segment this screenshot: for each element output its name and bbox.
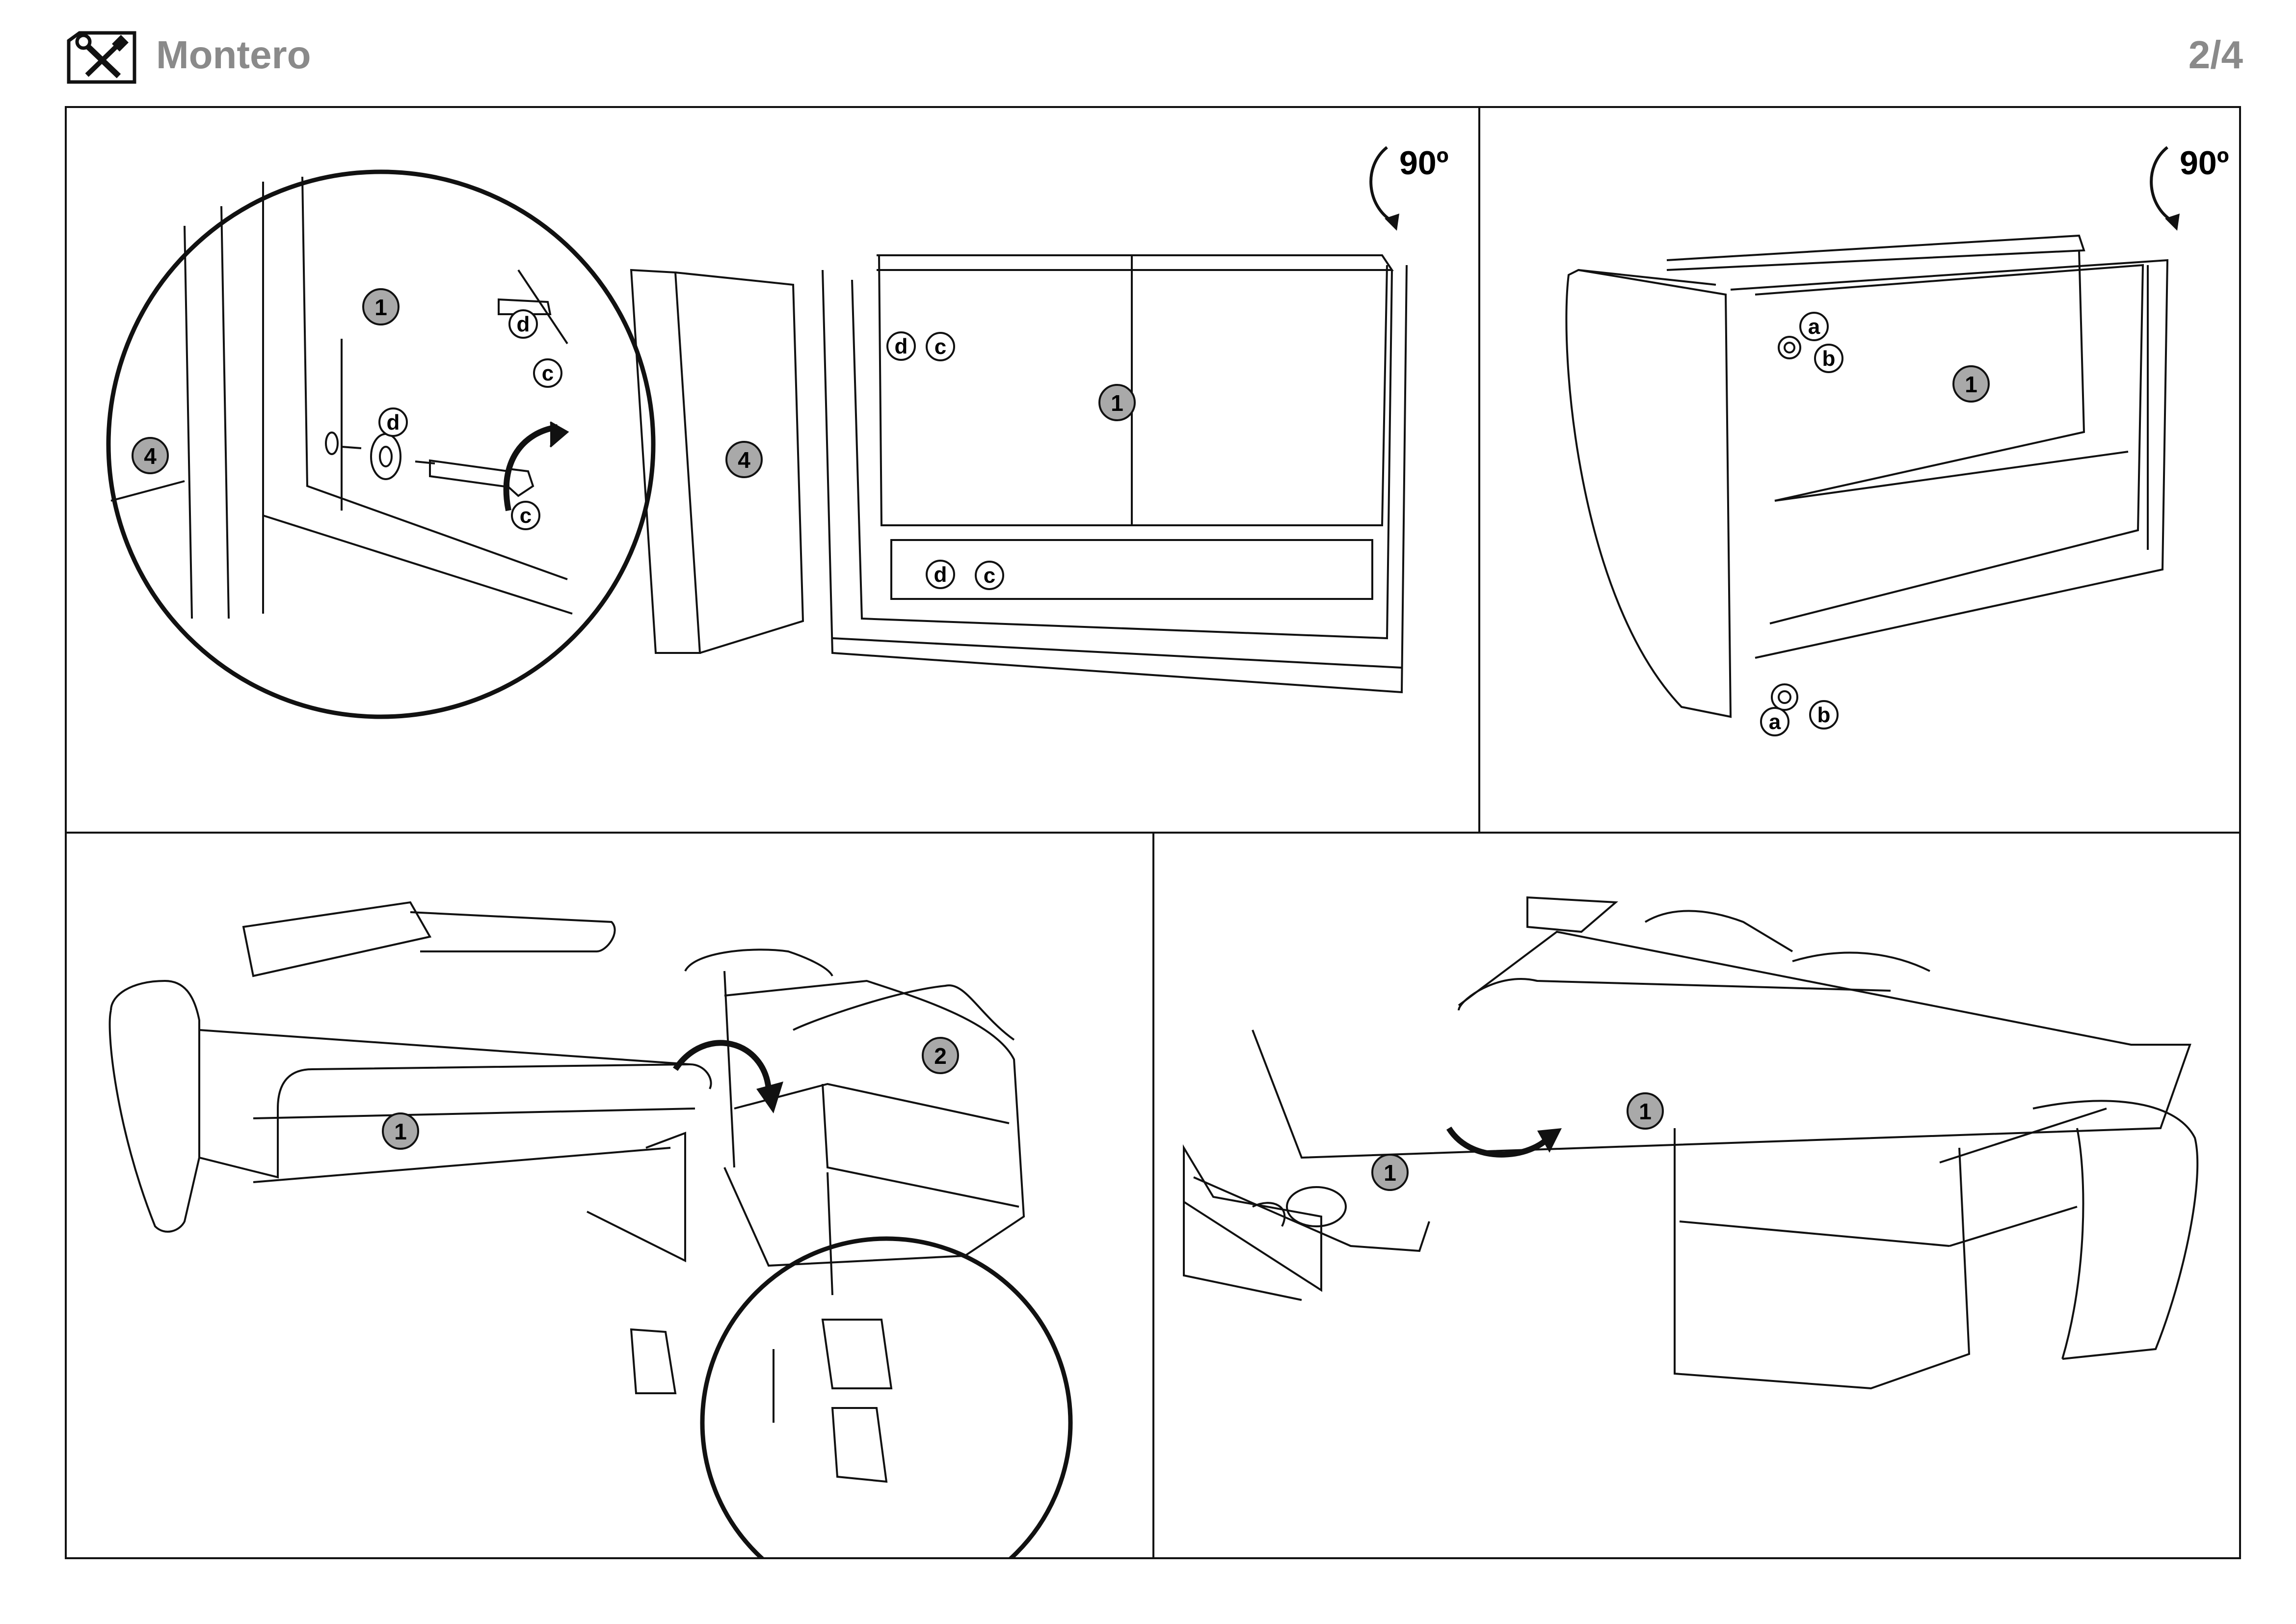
- panel-step-2: 90º a b 1 a b: [1478, 106, 2241, 834]
- callout-c-frame-bottom: c: [975, 561, 1004, 590]
- svg-text:c: c: [520, 504, 532, 528]
- callout-1-bed: 1: [1371, 1154, 1409, 1191]
- panel-step-1: 90º 1 4 d c d c 4: [65, 106, 1480, 834]
- svg-text:4: 4: [144, 443, 157, 469]
- detail-magnifier: [106, 169, 656, 719]
- svg-text:a: a: [1808, 315, 1820, 339]
- svg-text:d: d: [517, 312, 530, 336]
- svg-text:c: c: [542, 361, 554, 385]
- callout-2-right-sofa: 2: [922, 1037, 959, 1074]
- svg-text:a: a: [1769, 710, 1781, 734]
- page-title: Montero: [156, 33, 311, 77]
- step-1-illustration: 90º 1 4 d c d c 4: [106, 144, 1448, 719]
- step-2-illustration: 90º a b 1 a b: [1565, 144, 2229, 736]
- svg-text:1: 1: [1111, 390, 1123, 416]
- step-4-illustration: 1 1: [1183, 896, 2199, 1390]
- svg-text:4: 4: [738, 447, 750, 473]
- svg-text:b: b: [1817, 703, 1831, 727]
- callout-1-left-sofa: 1: [382, 1112, 419, 1150]
- callout-4-panel: 4: [725, 441, 763, 478]
- svg-text:1: 1: [394, 1119, 407, 1144]
- svg-text:d: d: [895, 334, 908, 358]
- callout-1-seat: 1: [1627, 1092, 1664, 1130]
- svg-text:c: c: [934, 335, 946, 359]
- svg-text:1: 1: [1639, 1099, 1652, 1124]
- svg-text:1: 1: [1384, 1160, 1396, 1186]
- rotate-90-icon: 90º: [2150, 144, 2229, 231]
- rotation-label: 90º: [1399, 144, 1448, 182]
- callout-b-bottom: b: [1809, 700, 1839, 730]
- bracket-magnifier: [700, 1236, 1073, 1609]
- callout-c-detail-top: c: [533, 358, 562, 388]
- callout-b-top: b: [1814, 344, 1843, 373]
- callout-c-detail-mid: c: [511, 501, 540, 530]
- panel-step-3: 1 2: [65, 832, 1154, 1609]
- step-3-illustration: 1 2: [108, 901, 1073, 1609]
- rotate-90-icon: 90º: [1369, 144, 1448, 231]
- callout-d-frame-top: d: [886, 331, 916, 361]
- svg-text:c: c: [984, 564, 995, 588]
- rotation-label: 90º: [2180, 144, 2229, 182]
- svg-text:1: 1: [1965, 372, 1977, 397]
- page-number: 2/4: [2188, 33, 2243, 77]
- callout-1-frame: 1: [1952, 365, 1990, 403]
- svg-text:d: d: [387, 410, 400, 434]
- svg-text:b: b: [1822, 347, 1836, 371]
- callout-1-detail: 1: [362, 288, 400, 325]
- panel-step-4: 1 1: [1152, 832, 2241, 1559]
- svg-text:d: d: [934, 563, 947, 587]
- callout-a-top: a: [1799, 312, 1829, 341]
- tools-icon: [65, 31, 138, 84]
- callout-a-bottom: a: [1760, 707, 1789, 736]
- callout-4-detail: 4: [132, 437, 169, 474]
- svg-text:1: 1: [374, 295, 387, 320]
- callout-d-frame-bottom: d: [926, 560, 955, 589]
- svg-text:2: 2: [934, 1043, 947, 1069]
- callout-d-detail-mid: d: [378, 407, 408, 437]
- callout-d-detail-top: d: [508, 309, 538, 339]
- callout-1-frame: 1: [1098, 384, 1136, 421]
- callout-c-frame-top: c: [926, 332, 955, 361]
